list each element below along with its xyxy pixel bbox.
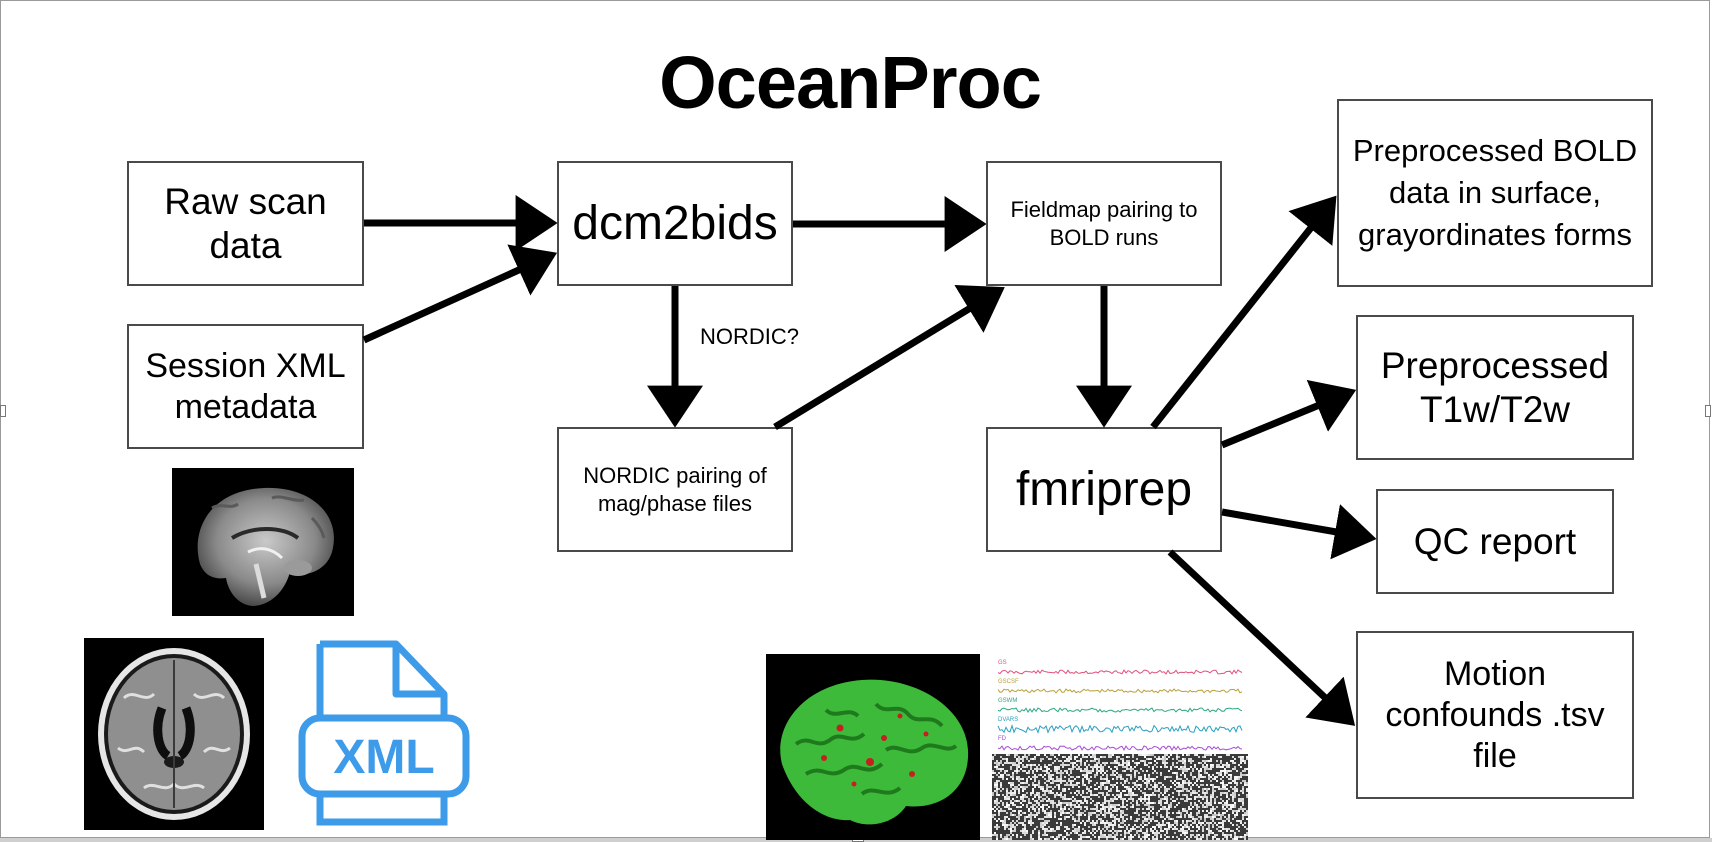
sagittal-mri-image — [172, 468, 354, 616]
confound-trace-line — [997, 688, 1243, 694]
box-preprocessed-t1w-t2w: Preprocessed T1w/T2w — [1356, 315, 1634, 460]
box-fmriprep: fmriprep — [986, 427, 1222, 552]
nordic-question-label: NORDIC? — [700, 324, 800, 349]
box-preprocessed-t1w-t2w-label: Preprocessed T1w/T2w — [1380, 344, 1610, 430]
xml-file-icon: XML — [296, 638, 472, 828]
box-nordic-pairing-label: NORDIC pairing of mag/phase files — [583, 462, 767, 516]
trace-label: DVARS — [998, 717, 1018, 723]
arrow-fmriprep-to-t1w — [1220, 379, 1357, 449]
box-preprocessed-bold-label: Preprocessed BOLD data in surface, grayo… — [1352, 133, 1638, 252]
box-fieldmap-pairing: Fieldmap pairing to BOLD runs — [986, 161, 1222, 286]
brain-surface-image — [766, 654, 980, 840]
confound-trace-line — [997, 724, 1243, 734]
resize-handle-left[interactable] — [0, 405, 6, 417]
arrow-fmriprep-to-qc — [1221, 504, 1377, 560]
box-raw-scan-data: Raw scan data — [127, 161, 364, 286]
box-qc-report: QC report — [1376, 489, 1614, 594]
box-raw-scan-data-label: Raw scan data — [164, 180, 327, 266]
box-fieldmap-pairing-label: Fieldmap pairing to BOLD runs — [1010, 196, 1198, 250]
confound-trace-line — [997, 707, 1243, 713]
arrow-nordic-to-fieldmap — [773, 285, 1005, 430]
box-dcm2bids-label: dcm2bids — [572, 196, 778, 250]
resize-handle-right[interactable] — [1705, 405, 1711, 417]
trace-label: GSWM — [998, 698, 1017, 704]
arrow-fmriprep-to-bold — [1150, 195, 1337, 430]
box-session-xml-metadata: Session XML metadata — [127, 324, 364, 449]
trace-label: FD — [998, 736, 1007, 742]
confound-traces-image: GS GSCSF GSWM DVARS FD — [992, 654, 1248, 840]
box-session-xml-metadata-label: Session XML metadata — [145, 346, 346, 426]
arrow-session-to-dcm2bids — [362, 244, 558, 344]
carpet-plot — [992, 754, 1248, 840]
confound-trace-line — [997, 669, 1243, 675]
arrow-fmriprep-to-confounds — [1167, 549, 1356, 726]
box-fmriprep-label: fmriprep — [1015, 462, 1193, 516]
trace-label: GSCSF — [998, 679, 1019, 685]
axial-mri-image — [84, 638, 264, 830]
xml-icon-text: XML — [333, 731, 434, 784]
diagram-title: OceanProc — [659, 41, 1042, 124]
box-nordic-pairing: NORDIC pairing of mag/phase files — [557, 427, 793, 552]
trace-label: GS — [998, 660, 1007, 666]
box-qc-report-label: QC report — [1413, 520, 1577, 562]
box-motion-confounds-label: Motion confounds .tsv file — [1385, 654, 1605, 775]
box-preprocessed-bold: Preprocessed BOLD data in surface, grayo… — [1337, 99, 1653, 287]
confound-trace-line — [997, 745, 1243, 751]
box-dcm2bids: dcm2bids — [557, 161, 793, 286]
box-motion-confounds: Motion confounds .tsv file — [1356, 631, 1634, 799]
